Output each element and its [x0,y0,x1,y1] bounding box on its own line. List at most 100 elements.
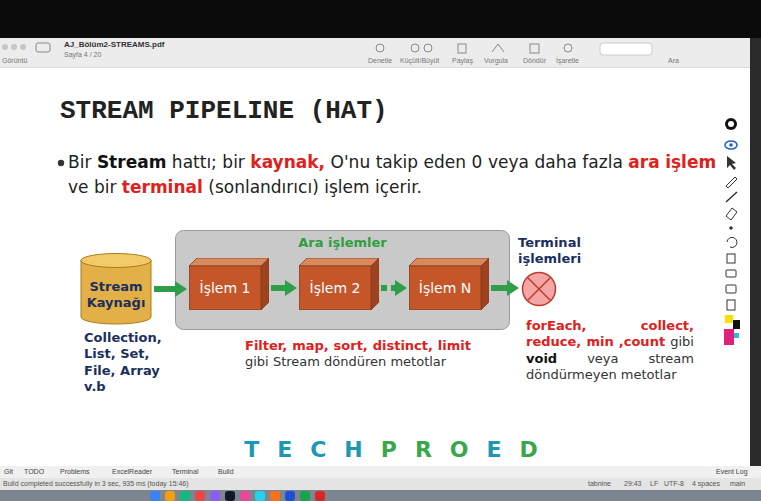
toolbar-icon [492,44,504,52]
box-front-face [190,266,262,310]
toolbar-label: Vurgula [484,57,508,66]
flow-arrow [491,285,507,291]
help-icon [725,118,737,130]
terminal-heading: Terminal işlemleri [518,235,608,268]
toolbar-label: Döndür [523,57,546,66]
toolbar-label: Küçült/Büyüt [400,57,439,66]
dock-icon [300,491,310,501]
toolbar-label: Ara [668,57,679,66]
operation-label: İşlem 1 [200,280,251,296]
tool-tabs-bar [0,466,761,478]
status-message: Build completed successfully in 3 sec, 9… [3,480,189,489]
cursor-icon [727,156,736,170]
toolbar-icon [530,44,539,53]
eye-icon [725,141,737,149]
box-top-face [409,258,489,266]
terminal-symbol [521,271,557,307]
palette-swatch [733,320,740,329]
operation-box: İşlem N [409,258,489,310]
terminal-cross [528,278,550,300]
dock-icon [180,491,190,501]
dock-icon [210,491,220,501]
eraser-icon [726,208,737,220]
page-indicator: Sayfa 4 / 20 [64,51,101,60]
toolbar-icon [411,44,419,52]
window-button [2,44,8,50]
toolbar-label: İşaretle [556,57,579,66]
status-item: tabnine [588,480,611,489]
toolbar-icon [424,44,432,52]
flow-arrow [154,286,175,292]
box-top-face [189,258,269,266]
tool-tab: Event Log [716,468,748,477]
operation-label: İşlem 2 [310,280,361,296]
dock-icon [150,491,160,501]
dock-icon [255,491,265,501]
source-label: Stream Kaynağı [83,279,149,310]
operation-label: İşlem N [419,280,472,296]
operation-box: İşlem 1 [189,258,269,310]
tool-tab: ExcelReader [112,468,152,477]
tool-tab: TODO [24,468,44,477]
camera-icon [726,285,736,293]
palette-swatch [734,333,739,338]
eye-icon [729,143,733,147]
pen-icon [726,177,737,188]
dock-icon [240,491,250,501]
source-cylinder: Stream Kaynağı [80,253,152,325]
toolbar-label: Görüntü [2,57,27,66]
toolbar-icon [458,44,466,53]
box-top-face [299,258,379,266]
slide-page [0,68,750,466]
terminal-circle: Terminal işlemleri [521,271,557,307]
file-name: AJ_Bölüm2-STREAMS.pdf [64,40,164,50]
undo-icon [727,237,737,247]
note-icon [727,300,735,310]
status-item: UTF-8 [664,480,684,489]
status-bar [0,478,761,490]
screen-icon [726,270,736,277]
tool-tab: Problems [60,468,90,477]
window-button [11,44,17,50]
operation-box: İşlem 2 [299,258,379,310]
box-front-face [410,266,482,310]
line-icon [726,192,737,202]
box-face: İşlem N [409,266,481,310]
status-item: LF [650,480,658,489]
terminal-circle-shape [523,273,556,306]
box-side-face [371,258,379,310]
box-side-face [481,258,489,310]
dock-icon [225,491,235,501]
cylinder-body [81,260,151,324]
cylinder-face: Stream Kaynağı [83,269,149,321]
dock-icon [165,491,175,501]
window-button [20,44,26,50]
dock-icon [195,491,205,501]
box-front-face [300,266,372,310]
tool-tab: Terminal [172,468,198,477]
source-examples: Collection, List, Set, File, Array v.b [84,330,180,395]
trash-icon [727,254,735,263]
top-band [0,0,761,40]
sidebar-icon [36,43,50,52]
dock-icon [315,491,325,501]
intermediate-note: Filter, map, sort, distinct, limit gibi … [245,338,471,371]
box-face: İşlem 2 [299,266,371,310]
toolbar-icon [564,44,572,52]
panel-heading: Ara işlemler [175,230,510,250]
intermediate-panel: Ara işlemlerİşlem 1 İşlem 2 İşlem N [175,230,510,330]
slide-title: STREAM PIPELINE (HAT) [60,96,388,126]
status-item: 29:43 [624,480,642,489]
watermark-logo: TECHPROED [220,436,580,464]
terminal-note: forEach, collect, reduce, min ,count gib… [526,318,694,383]
search-field [600,43,652,55]
side-gutter [750,38,761,466]
dot-icon [729,226,733,230]
terminal-cross [528,278,550,300]
help-icon [728,121,734,127]
dock [0,490,761,501]
palette-swatch [725,315,733,323]
panel-fill [176,231,510,330]
